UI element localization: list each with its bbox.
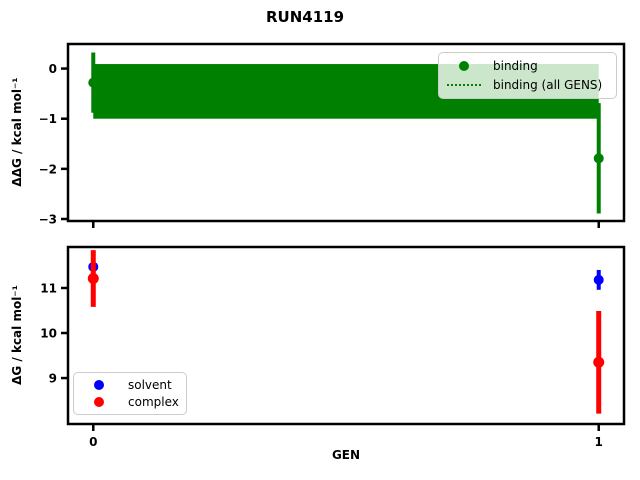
figure-title: RUN4119 — [265, 8, 345, 26]
legend-entry-solvent: solvent — [80, 376, 180, 394]
marker-binding-gen0 — [88, 77, 99, 88]
legend-entry-complex: complex — [80, 394, 180, 412]
marker-binding-gen1 — [593, 153, 604, 164]
x-tick-label: 1 — [595, 435, 603, 449]
dotted-line-icon — [447, 84, 481, 87]
legend-handle — [80, 397, 118, 408]
bottom-y-axis-label: ΔG / kcal mol⁻¹ — [10, 285, 24, 385]
binding-marker-icon — [459, 60, 469, 71]
legend-label-solvent: solvent — [128, 377, 172, 392]
y-tick-label: −1 — [39, 112, 57, 126]
complex-marker-icon — [94, 397, 104, 408]
legend-handle — [80, 379, 118, 390]
legend-label-complex: complex — [128, 395, 179, 410]
legend-handle — [445, 84, 483, 87]
legend-label-binding: binding — [493, 58, 538, 73]
y-tick-label: 0 — [49, 62, 57, 76]
y-tick-label: −3 — [39, 212, 57, 226]
marker-complex-gen0 — [87, 273, 99, 285]
legend-solvent-complex: solvent complex — [73, 372, 187, 415]
y-tick-label: 9 — [49, 372, 57, 386]
y-tick-label: 11 — [40, 281, 57, 295]
axes-frame — [66, 245, 626, 426]
legend-handle — [445, 60, 483, 71]
legend-entry-binding-all-gens: binding (all GENS) — [445, 76, 610, 96]
top-y-axis-label: ΔΔG / kcal mol⁻¹ — [10, 77, 24, 187]
y-tick-label: −2 — [39, 162, 57, 176]
x-axis-label: GEN — [331, 448, 361, 462]
marker-solvent-gen1 — [593, 274, 604, 285]
y-tick-label: 10 — [40, 327, 57, 341]
axes-frame — [66, 42, 626, 223]
legend-binding: binding binding (all GENS) — [438, 52, 617, 99]
marker-complex-gen1 — [593, 356, 605, 368]
legend-label-binding-all-gens: binding (all GENS) — [493, 78, 603, 93]
solvent-marker-icon — [94, 379, 104, 390]
legend-entry-binding: binding — [445, 56, 610, 76]
x-tick-label: 0 — [89, 435, 97, 449]
subplot-bottom: 9 10 11 0 1 — [40, 245, 626, 449]
